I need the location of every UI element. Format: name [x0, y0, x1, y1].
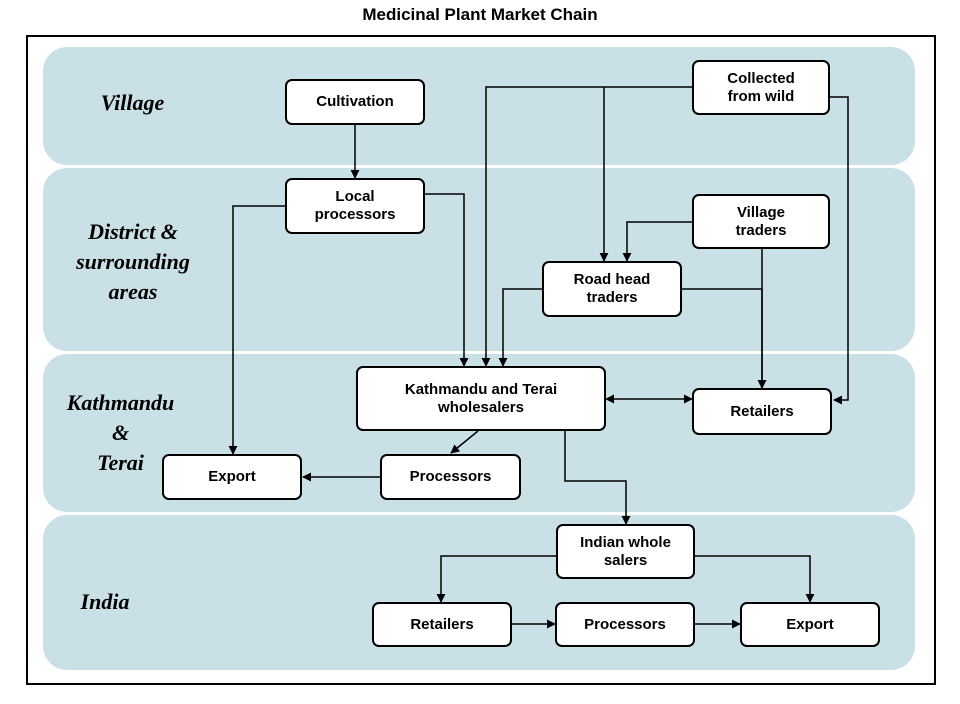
node-export-kathmandu: Export: [162, 454, 302, 500]
node-retailers-kathmandu: Retailers: [692, 388, 832, 435]
node-cultivation: Cultivation: [285, 79, 425, 125]
node-retailers-india: Retailers: [372, 602, 512, 647]
node-indian-wholesalers: Indian whole salers: [556, 524, 695, 579]
node-local-processors: Local processors: [285, 178, 425, 234]
node-collected-from-wild: Collected from wild: [692, 60, 830, 115]
region-label-district: District & surrounding areas: [76, 219, 190, 304]
node-kathmandu-terai-wholesalers: Kathmandu and Terai wholesalers: [356, 366, 606, 431]
diagram-title: Medicinal Plant Market Chain: [362, 5, 598, 24]
region-label-kathmandu: Kathmandu & Terai: [66, 390, 175, 475]
node-village-traders: Village traders: [692, 194, 830, 249]
region-label-village: Village: [100, 90, 165, 115]
diagram-frame: [26, 35, 936, 685]
node-road-head-traders: Road head traders: [542, 261, 682, 317]
region-label-india: India: [80, 589, 130, 614]
node-processors-india: Processors: [555, 602, 695, 647]
node-processors-kathmandu: Processors: [380, 454, 521, 500]
node-export-india: Export: [740, 602, 880, 647]
